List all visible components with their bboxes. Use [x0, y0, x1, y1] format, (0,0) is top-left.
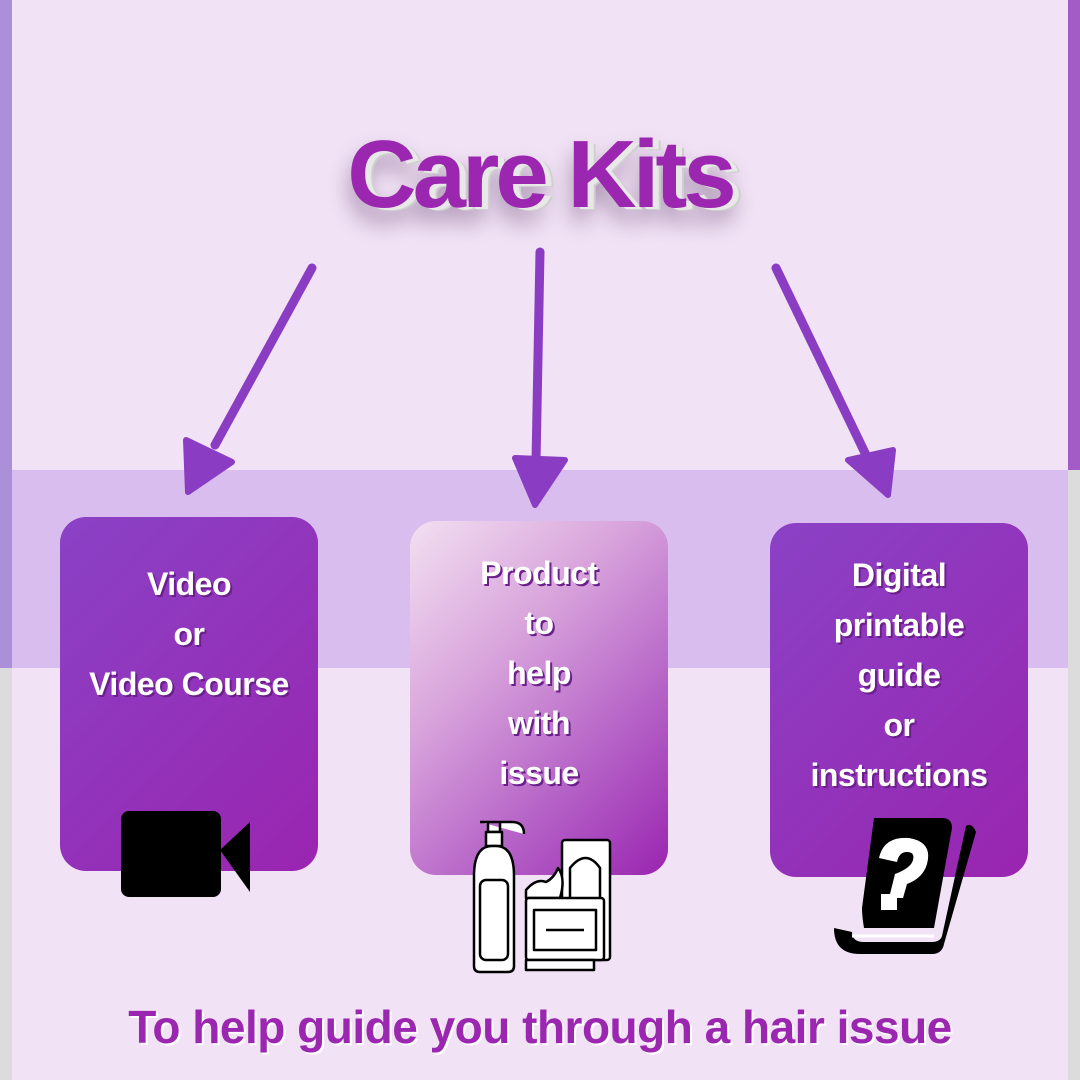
card-line: help: [507, 655, 571, 691]
left-edge-strip: [0, 0, 12, 668]
card-line: Video Course: [89, 666, 289, 702]
card-line: issue: [499, 755, 579, 791]
right-edge-strip-lower: [1068, 470, 1080, 1080]
question-book-icon: [834, 818, 976, 954]
card-line: or: [173, 616, 205, 652]
card-line: printable: [833, 607, 965, 643]
card-line: guide: [857, 657, 941, 693]
hair-products-icon: [472, 820, 612, 974]
card-line: or: [883, 707, 916, 743]
card-line: to: [524, 605, 554, 641]
right-edge-strip: [1068, 0, 1080, 470]
card-line: Video: [146, 566, 232, 602]
page-title: Care Kits: [347, 121, 737, 228]
card-product: Product to help with issue: [410, 521, 668, 875]
card-line: Digital: [851, 557, 947, 593]
video-camera-icon: [121, 811, 250, 897]
card-line: with: [508, 705, 570, 741]
footer-tagline: To help guide you through a hair issue: [128, 1001, 952, 1053]
card-line: Product: [480, 555, 598, 591]
left-edge-strip-lower: [0, 668, 12, 1080]
card-line: instructions: [810, 757, 988, 793]
